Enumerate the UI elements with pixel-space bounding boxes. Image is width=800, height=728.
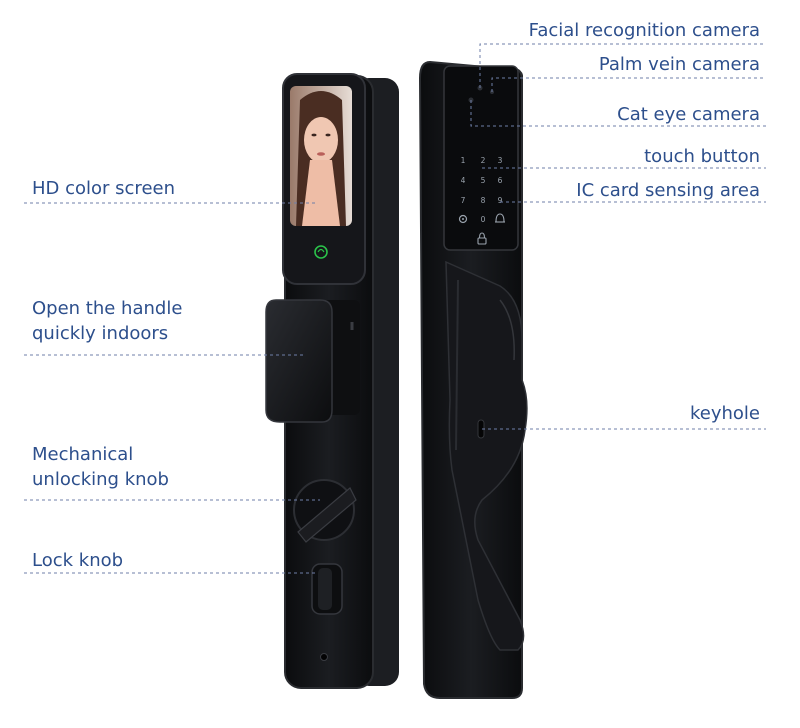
label-facial-recognition-camera: Facial recognition camera	[528, 20, 760, 41]
gear-icon[interactable]	[458, 214, 468, 224]
label-palm-vein-camera: Palm vein camera	[598, 54, 760, 75]
mechanical-unlocking-knob	[293, 479, 357, 543]
label-line: quickly indoors	[32, 323, 169, 344]
outdoor-handle	[445, 260, 528, 651]
keypad-key[interactable]: 8	[481, 196, 486, 205]
keypad-key[interactable]: 4	[461, 176, 466, 185]
label-line: Mechanical	[32, 444, 134, 465]
keypad-key[interactable]: 1	[461, 156, 466, 165]
keypad-key[interactable]: 0	[481, 215, 486, 224]
label-keyhole: keyhole	[689, 403, 760, 424]
keypad-key[interactable]: 3	[498, 156, 503, 165]
keypad-key[interactable]: 2	[481, 156, 486, 165]
lock-knob	[311, 563, 343, 615]
indoor-lock-panel	[265, 73, 399, 689]
label-mechanical-unlocking-knob: Mechanical unlocking knob	[32, 442, 169, 492]
hd-color-screen	[290, 86, 352, 226]
label-hd-color-screen: HD color screen	[32, 178, 175, 199]
keypad-key[interactable]: 5	[481, 176, 486, 185]
keypad: 1 2 3 4 5 6 7 8 9 0	[461, 156, 503, 224]
label-touch-button: touch button	[644, 146, 760, 167]
outdoor-lock-panel: 1 2 3 4 5 6 7 8 9 0	[418, 60, 528, 699]
label-line: Open the handle	[32, 298, 183, 319]
label-line: unlocking knob	[32, 469, 169, 490]
keypad-key[interactable]: 7	[461, 196, 466, 205]
leader-lines	[24, 43, 766, 574]
label-cat-eye-camera: Cat eye camera	[617, 104, 760, 125]
label-lock-knob: Lock knob	[32, 550, 124, 571]
lock-icon[interactable]	[477, 232, 487, 245]
keypad-key[interactable]: 9	[498, 196, 503, 205]
fingerprint-icon	[314, 245, 328, 259]
bell-icon[interactable]	[495, 213, 505, 223]
label-ic-card-sensing-area: IC card sensing area	[576, 180, 760, 201]
label-open-handle: Open the handle quickly indoors	[32, 296, 182, 346]
keypad-key[interactable]: 6	[498, 176, 503, 185]
indoor-handle	[265, 299, 360, 423]
